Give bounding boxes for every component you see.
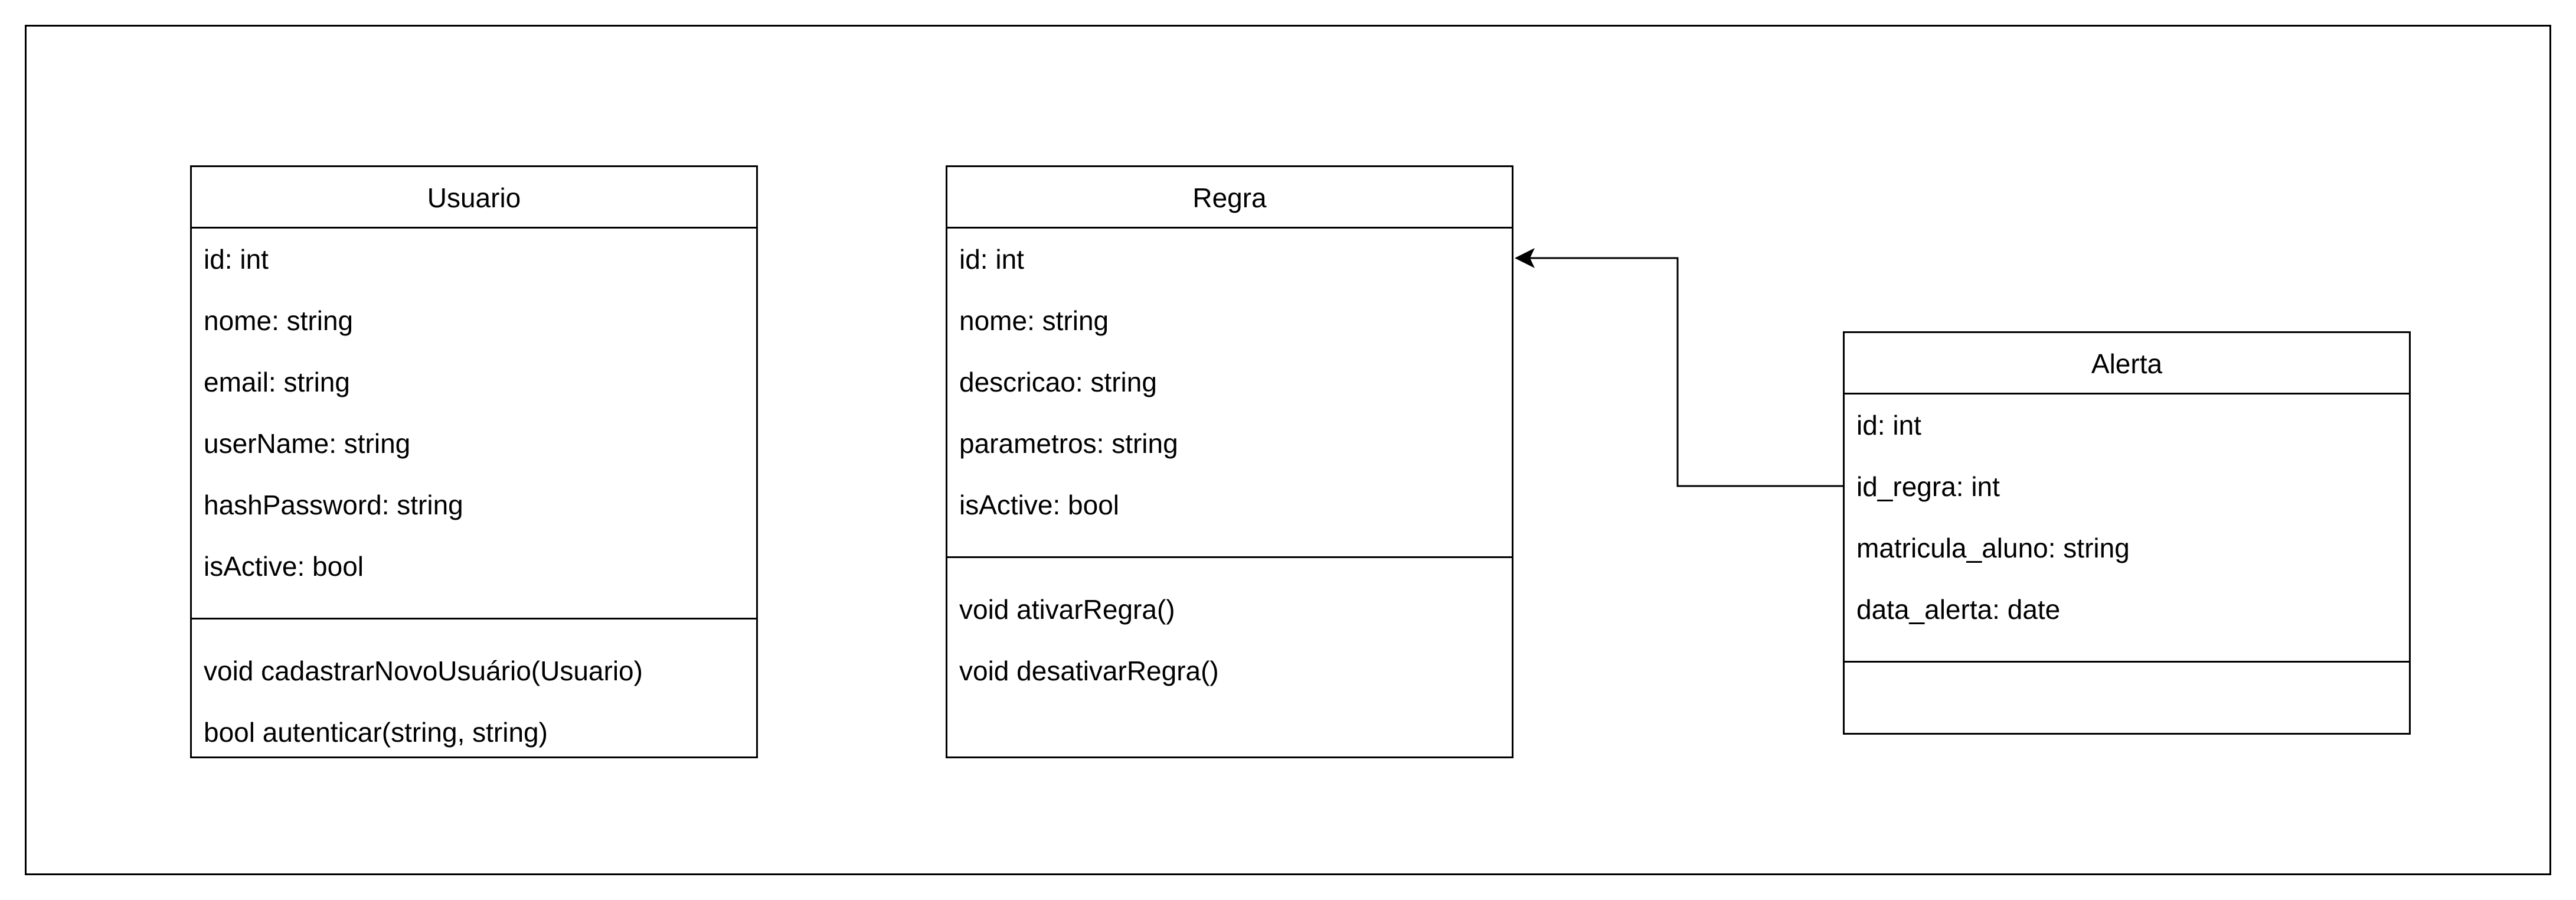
attribute: descricao: string: [959, 367, 1157, 397]
class-regra-operations: void ativarRegra() void desativarRegra(): [947, 556, 1512, 702]
class-usuario-attributes: id: int nome: string email: string userN…: [192, 229, 756, 618]
attribute: id: int: [204, 244, 269, 275]
class-regra-title: Regra: [947, 167, 1512, 229]
attribute: isActive: bool: [959, 490, 1120, 520]
attribute: nome: string: [204, 305, 354, 336]
class-alerta-operations: [1845, 661, 2409, 663]
attribute: id_regra: int: [1856, 471, 2000, 502]
class-regra[interactable]: Regra id: int nome: string descricao: st…: [946, 165, 1513, 758]
class-alerta-attributes: id: int id_regra: int matricula_aluno: s…: [1845, 394, 2409, 661]
class-usuario-title: Usuario: [192, 167, 756, 229]
attribute: nome: string: [959, 305, 1109, 336]
attribute: isActive: bool: [204, 551, 364, 582]
class-alerta[interactable]: Alerta id: int id_regra: int matricula_a…: [1843, 331, 2411, 735]
attribute: id: int: [959, 244, 1024, 275]
attribute: parametros: string: [959, 428, 1178, 459]
class-regra-attributes: id: int nome: string descricao: string p…: [947, 229, 1512, 556]
attribute: data_alerta: date: [1856, 594, 2061, 625]
operation: void desativarRegra(): [959, 656, 1219, 686]
attribute: email: string: [204, 367, 350, 397]
diagram-frame: [25, 25, 2551, 875]
class-alerta-title: Alerta: [1845, 333, 2409, 394]
attribute: matricula_aluno: string: [1856, 533, 2130, 563]
operation: void ativarRegra(): [959, 594, 1175, 625]
attribute: userName: string: [204, 428, 411, 459]
operation: bool autenticar(string, string): [204, 717, 548, 748]
class-usuario[interactable]: Usuario id: int nome: string email: stri…: [190, 165, 758, 758]
operation: void cadastrarNovoUsuário(Usuario): [204, 656, 643, 686]
attribute: hashPassword: string: [204, 490, 463, 520]
attribute: id: int: [1856, 410, 1921, 441]
class-usuario-operations: void cadastrarNovoUsuário(Usuario) bool …: [192, 618, 756, 763]
